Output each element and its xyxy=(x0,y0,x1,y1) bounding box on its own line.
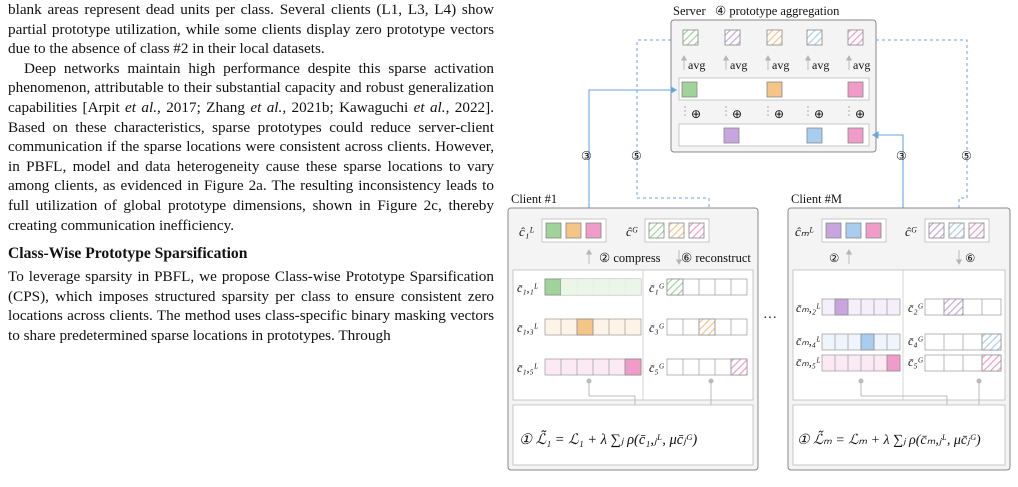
client1-global-orange xyxy=(668,222,685,239)
server-row1-pink xyxy=(847,81,864,98)
oplus-2: ⊕ xyxy=(732,107,742,121)
aggregation-label: ④ prototype aggregation xyxy=(715,4,840,18)
client1-global-rows: c̄₁ᴳ c̄₃ᴳ c̄₅ᴳ xyxy=(649,278,748,376)
et-al-italic: et al. xyxy=(413,98,446,116)
clientM-step2: ② xyxy=(829,251,839,265)
et-al-italic: et al. xyxy=(125,98,158,116)
clientM-global-label-1: c̄₂ᴳ xyxy=(908,301,923,315)
client1-local-orange xyxy=(565,222,582,239)
server-proto-green xyxy=(682,29,699,46)
clientM-global-purple xyxy=(928,222,945,239)
clientM-rows: c̄ₘ,₂ᴸ c̄ₘ,₄ᴸ c̄ₘ,₅ᴸ xyxy=(796,298,901,372)
server-proto-pink xyxy=(847,29,864,46)
clientM-global-pink xyxy=(968,222,985,239)
server-row1-green xyxy=(681,81,698,98)
client1-row-label-3: c̄₁,₅ᴸ xyxy=(517,361,539,375)
server-proto-orange xyxy=(766,29,783,46)
clientM-local-symbol: ĉₘᴸ xyxy=(795,224,814,239)
paragraph-part: , 2017; Zhang xyxy=(157,98,251,116)
clientM-loss-box xyxy=(792,404,1006,466)
server-label: Server xyxy=(673,4,706,18)
client1-local-pink xyxy=(585,222,602,239)
avg-arrows: avg avg avg avg avg xyxy=(680,55,870,72)
avg-label-3: avg xyxy=(772,58,789,72)
clientM-row-label-3: c̄ₘ,₅ᴸ xyxy=(796,355,821,369)
client1-global-label-1: c̄₁ᴳ xyxy=(649,281,664,295)
oplus-1: ⊕ xyxy=(691,107,701,121)
section-heading: Class-Wise Prototype Sparsification xyxy=(8,245,248,263)
clientM-row-label-1: c̄ₘ,₂ᴸ xyxy=(796,301,821,315)
server-proto-blue xyxy=(806,29,823,46)
server-row1-orange xyxy=(766,81,783,98)
paragraph-deep-networks: Deep networks maintain high performance … xyxy=(8,59,494,235)
server-row2-purple xyxy=(723,127,740,144)
client1-local-green xyxy=(545,222,562,239)
client1-loss-equation: ① ℒ̃₁ = ℒ₁ + λ ∑ⱼ ρ(c̄₁,ⱼᴸ, μc̄ⱼᴳ) xyxy=(519,429,697,448)
oplus-5: ⊕ xyxy=(855,107,865,121)
compress-label: ② compress xyxy=(599,251,661,265)
client1-global-symbol: ĉᴳ xyxy=(626,224,638,239)
client1-global-pink xyxy=(688,222,705,239)
client1-global-green xyxy=(648,222,665,239)
paragraph-dead-units: blank areas represent dead units per cla… xyxy=(8,1,494,58)
client1-row-label-1: c̄₁,₁ᴸ xyxy=(517,281,539,295)
client1-global-label-3: c̄₅ᴳ xyxy=(649,361,664,375)
clientM-local-blue xyxy=(845,222,862,239)
server-row2-pink xyxy=(847,127,864,144)
et-al-italic: et al. xyxy=(250,98,283,116)
avg-label-2: avg xyxy=(730,58,747,72)
step5-right: ⑤ xyxy=(961,149,972,163)
clients-ellipsis: ··· xyxy=(763,311,777,326)
avg-label-5: avg xyxy=(853,58,870,72)
step3-left: ③ xyxy=(581,149,592,163)
client1-rows: c̄₁,₁ᴸ c̄₁,₃ᴸ c̄₁,₅ᴸ xyxy=(517,278,642,376)
step5-left: ⑤ xyxy=(631,149,642,163)
paragraph-cps: To leverage sparsity in PBFL, we propose… xyxy=(8,268,494,344)
server-row2-blue xyxy=(806,127,823,144)
clientM-loss-equation: ① ℒ̃ₘ = ℒₘ + λ ∑ⱼ ρ(c̄ₘ,ⱼᴸ, μc̄ⱼᴳ) xyxy=(797,430,981,448)
clientM-label: Client #M xyxy=(791,192,842,206)
paper-text-column: blank areas represent dead units per cla… xyxy=(8,0,494,346)
server-global-prototypes xyxy=(682,29,864,46)
paragraph-part: Deep networks maintain high performance … xyxy=(8,59,494,116)
oplus-row: ⊕ ⊕ ⊕ ⊕ ⊕ xyxy=(684,106,865,121)
client1-local-symbol: ĉ₁ᴸ xyxy=(519,224,534,239)
step3-right: ③ xyxy=(896,149,907,163)
clientM-global-label-2: c̄₄ᴳ xyxy=(908,334,923,348)
client1-global-label-2: c̄₃ᴳ xyxy=(649,321,664,335)
paragraph-part: , 2022]. Based on these characteristics,… xyxy=(8,98,495,234)
clientM-global-symbol: ĉᴳ xyxy=(905,224,917,239)
server-aggregate-row-2 xyxy=(678,123,870,147)
reconstruct-label: ⑥ reconstruct xyxy=(681,251,751,265)
oplus-3: ⊕ xyxy=(774,107,784,121)
paragraph-part: , 2021b; Kawaguchi xyxy=(282,98,414,116)
figure-svg: Server ④ prototype aggregation avg avg a… xyxy=(507,4,1011,471)
avg-label-4: avg xyxy=(812,58,829,72)
clientM-local-pink xyxy=(865,222,882,239)
client1-row-label-2: c̄₁,₃ᴸ xyxy=(517,321,539,335)
clientM-global-label-3: c̄₅ᴳ xyxy=(908,355,923,369)
clientM-global-blue xyxy=(948,222,965,239)
clientM-local-purple xyxy=(825,222,842,239)
connector-lines xyxy=(588,39,968,223)
clientM-global-rows: c̄₂ᴳ c̄₄ᴳ c̄₅ᴳ xyxy=(908,298,1002,372)
oplus-4: ⊕ xyxy=(814,107,824,121)
figure-prototype-aggregation: Server ④ prototype aggregation avg avg a… xyxy=(505,0,1015,482)
client1-label: Client #1 xyxy=(511,192,557,206)
clientM-step6: ⑥ xyxy=(965,251,975,265)
avg-label-1: avg xyxy=(688,58,705,72)
server-proto-purple xyxy=(724,29,741,46)
clientM-row-label-2: c̄ₘ,₄ᴸ xyxy=(796,334,821,348)
client1-loss-box xyxy=(512,404,754,466)
